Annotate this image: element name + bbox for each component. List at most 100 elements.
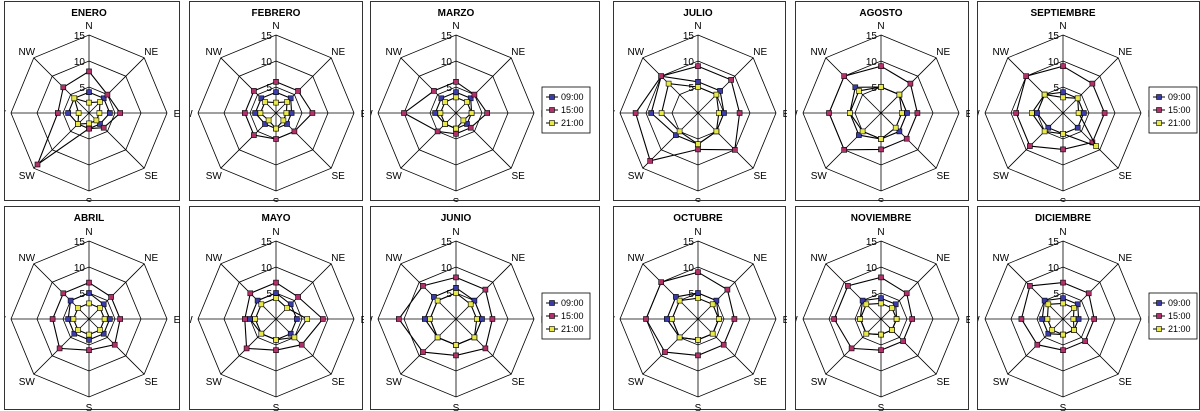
series-marker-21:00	[1071, 305, 1077, 311]
series-marker-21:00	[1044, 316, 1051, 322]
series-marker-15:00	[241, 110, 248, 116]
axis-spoke	[697, 112, 754, 169]
series-marker-09:00	[100, 330, 107, 337]
wind-rose-svg: FEBRERO51015NNEESESSWWNW	[190, 8, 364, 202]
series-marker-15:00	[1060, 347, 1066, 353]
direction-label: NW	[810, 253, 827, 264]
series-marker-09:00	[663, 316, 670, 322]
series-marker-09:00	[65, 316, 72, 322]
direction-label: NE	[144, 47, 158, 58]
tick-label: 5	[79, 289, 85, 300]
series-marker-21:00	[899, 110, 905, 116]
series-marker-21:00	[434, 297, 441, 304]
series-marker-15:00	[724, 286, 731, 293]
chart-title: JULIO	[683, 8, 713, 19]
tick-label: 5	[1053, 289, 1059, 300]
series-marker-15:00	[471, 91, 478, 98]
series-marker-15:00	[453, 79, 459, 85]
series-marker-21:00	[97, 305, 103, 311]
series-marker-09:00	[648, 110, 655, 116]
chart-title: JUNIO	[441, 213, 472, 224]
legend-label: 15:00	[561, 105, 584, 115]
wind-rose-panel-agosto: AGOSTO51015NNEESESSWWNW	[795, 1, 970, 202]
direction-label: NE	[331, 253, 345, 264]
direction-label: W	[614, 315, 615, 326]
legend-label: 09:00	[561, 92, 584, 102]
direction-label: S	[1060, 403, 1067, 411]
series-marker-15:00	[643, 316, 649, 322]
tick-label: 15	[866, 237, 878, 248]
series-marker-09:00	[438, 95, 445, 102]
series-marker-09:00	[471, 297, 478, 304]
series-marker-09:00	[287, 330, 294, 337]
series-marker-09:00	[1045, 330, 1052, 337]
series-marker-21:00	[1070, 316, 1077, 322]
direction-label: NW	[810, 47, 827, 58]
series-marker-15:00	[731, 316, 738, 322]
legend-label: 09:00	[561, 298, 584, 308]
series-marker-21:00	[442, 121, 448, 127]
chart-title: NOVIEMBRE	[851, 213, 912, 224]
series-marker-15:00	[111, 341, 118, 348]
series-marker-21:00	[258, 301, 265, 308]
series-marker-15:00	[401, 110, 407, 116]
series-marker-09:00	[432, 110, 439, 116]
series-marker-15:00	[34, 161, 41, 168]
series-marker-21:00	[658, 110, 665, 116]
series-marker-09:00	[852, 84, 859, 91]
direction-label: N	[452, 227, 459, 238]
direction-label: N	[694, 227, 701, 238]
series-marker-21:00	[1060, 94, 1066, 101]
tick-label: 5	[266, 289, 272, 300]
series-marker-09:00	[713, 297, 720, 304]
legend-label: 21:00	[1168, 324, 1191, 334]
direction-label: SW	[206, 377, 223, 388]
series-marker-09:00	[288, 110, 295, 116]
series-marker-15:00	[1060, 63, 1066, 70]
series-marker-21:00	[889, 305, 895, 311]
series-marker-15:00	[900, 338, 906, 344]
direction-label: SE	[754, 171, 768, 182]
tick-label: 10	[74, 263, 86, 274]
series-marker-15:00	[431, 88, 437, 94]
axis-spoke	[400, 263, 457, 320]
series-marker-15:00	[1027, 143, 1033, 149]
series-marker-15:00	[841, 147, 848, 153]
tick-label: 5	[1053, 83, 1059, 94]
series-marker-15:00	[420, 349, 426, 355]
direction-label: N	[272, 21, 279, 32]
series-marker-09:00	[71, 330, 78, 337]
series-marker-15:00	[467, 124, 474, 131]
direction-label: SW	[386, 377, 403, 388]
series-marker-21:00	[716, 316, 722, 322]
series-marker-15:00	[251, 132, 257, 138]
series-marker-15:00	[273, 136, 279, 142]
series-marker-15:00	[658, 279, 665, 285]
chart-title: MAYO	[261, 213, 290, 224]
tick-label: 10	[1048, 263, 1060, 274]
direction-label: W	[978, 315, 980, 326]
series-marker-21:00	[859, 128, 866, 135]
series-marker-15:00	[878, 146, 884, 153]
series-marker-09:00	[1041, 297, 1048, 304]
series-marker-15:00	[728, 77, 734, 83]
direction-label: SE	[332, 377, 346, 388]
chart-title: DICIEMBRE	[1035, 213, 1091, 224]
series-marker-15:00	[1018, 316, 1025, 322]
direction-label: NE	[511, 253, 525, 264]
tick-label: 10	[74, 57, 86, 68]
series-marker-21:00	[427, 316, 433, 322]
series-marker-15:00	[420, 283, 426, 289]
series-marker-21:00	[676, 297, 683, 304]
wind-rose-svg: MAYO51015NNEESESSWWNW	[190, 213, 364, 411]
tick-label: 15	[1048, 31, 1060, 42]
series-marker-15:00	[903, 135, 910, 142]
series-marker-09:00	[1074, 124, 1081, 131]
series-marker-21:00	[1045, 301, 1052, 308]
direction-label: SW	[628, 171, 645, 182]
axis-spoke	[1007, 57, 1064, 114]
series-marker-15:00	[845, 283, 851, 289]
direction-label: S	[273, 403, 280, 411]
chart-title: MARZO	[438, 8, 475, 19]
